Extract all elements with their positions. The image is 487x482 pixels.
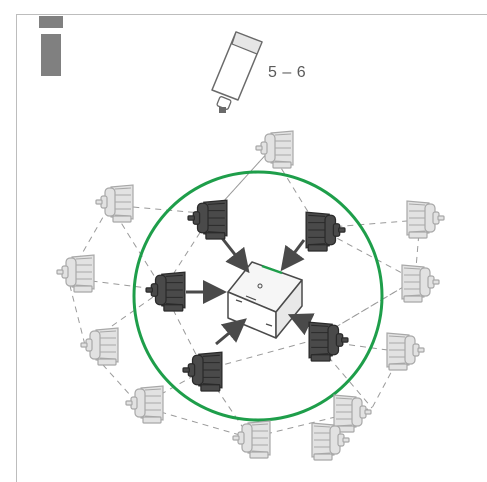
sensor-icon — [211, 31, 263, 113]
gateway-led — [261, 264, 283, 275]
motor-icon — [187, 199, 228, 240]
info-icon-dot — [39, 16, 63, 28]
motor-icon — [125, 385, 164, 424]
motor-icon — [80, 327, 119, 366]
motor-icon — [406, 200, 445, 239]
coverage-circle — [132, 170, 384, 422]
info-icon — [36, 16, 66, 76]
motor-icon — [145, 271, 186, 312]
motor-icon — [56, 254, 95, 293]
frame-top-line — [16, 14, 487, 15]
frame-left-line — [16, 14, 17, 482]
motor-icon — [305, 211, 346, 252]
motor-icon — [255, 130, 294, 169]
motor-icon — [182, 351, 223, 392]
sensor-count-label: 5 – 6 — [268, 64, 307, 81]
gateway-box-icon — [227, 261, 303, 339]
motor-icon — [95, 184, 134, 223]
info-icon-stem — [41, 34, 61, 76]
motor-icon — [386, 332, 425, 371]
motor-icon — [401, 264, 440, 303]
motor-icon — [308, 321, 349, 362]
motor-icon — [232, 420, 271, 459]
